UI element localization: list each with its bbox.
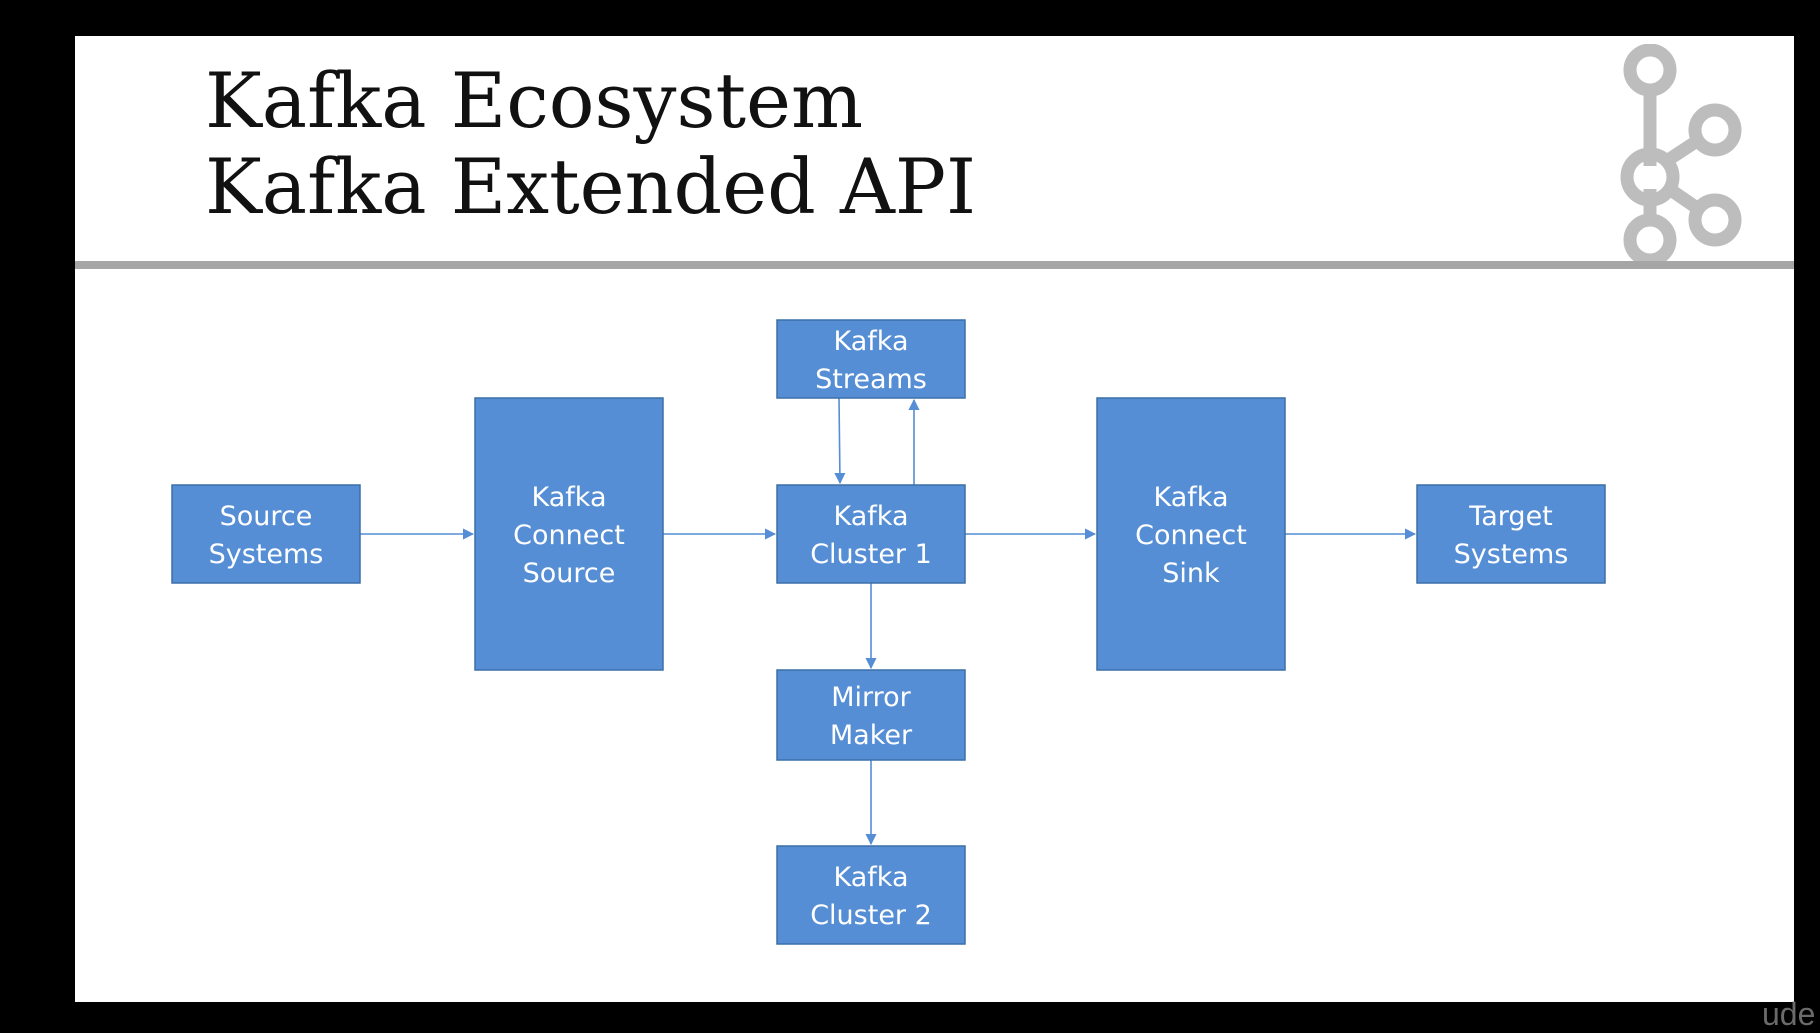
node-label-kafka-streams-line-1: Kafka bbox=[834, 326, 909, 357]
node-label-kafka-cluster-2-line-1: Kafka bbox=[834, 862, 909, 893]
slide-title: Kafka Ecosystem Kafka Extended API bbox=[205, 58, 976, 230]
node-label-target-systems-line-2: Systems bbox=[1454, 539, 1569, 570]
node-label-mirror-maker-line-1: Mirror bbox=[831, 682, 911, 713]
node-box-mirror-maker bbox=[776, 669, 966, 761]
node-label-kafka-connect-source-line-2: Connect bbox=[513, 520, 625, 551]
node-label-kafka-connect-sink-line-1: Kafka bbox=[1154, 482, 1229, 513]
slide: Kafka Ecosystem Kafka Extended API Sourc… bbox=[75, 36, 1794, 1002]
node-box-kafka-streams bbox=[776, 319, 966, 399]
watermark: ude bbox=[1762, 996, 1816, 1032]
node-label-kafka-connect-sink-line-3: Sink bbox=[1162, 558, 1220, 589]
node-box-kafka-cluster-2 bbox=[776, 845, 966, 945]
kafka-logo-icon bbox=[1620, 44, 1742, 267]
edge-kafka-streams-to-kafka-cluster-1 bbox=[834, 397, 846, 485]
node-label-kafka-connect-sink-line-2: Connect bbox=[1135, 520, 1247, 551]
node-label-kafka-cluster-2-line-2: Cluster 2 bbox=[810, 900, 932, 931]
node-label-kafka-connect-source-line-3: Source bbox=[523, 558, 616, 589]
node-box-kafka-connect-source bbox=[474, 397, 664, 671]
title-line-1: Kafka Ecosystem bbox=[205, 56, 864, 145]
node-box-kafka-cluster-1 bbox=[776, 484, 966, 584]
title-divider bbox=[75, 261, 1794, 269]
node-label-target-systems-line-1: Target bbox=[1468, 501, 1553, 532]
node-label-source-systems-line-1: Source bbox=[220, 501, 313, 532]
node-label-kafka-cluster-1-line-2: Cluster 1 bbox=[810, 539, 932, 570]
title-line-2: Kafka Extended API bbox=[205, 142, 977, 231]
node-box-kafka-connect-sink bbox=[1096, 397, 1286, 671]
node-label-source-systems-line-2: Systems bbox=[209, 539, 324, 570]
node-label-kafka-cluster-1-line-1: Kafka bbox=[834, 501, 909, 532]
node-box-source-systems bbox=[171, 484, 361, 584]
node-label-mirror-maker-line-2: Maker bbox=[830, 720, 913, 751]
node-label-kafka-connect-source-line-1: Kafka bbox=[532, 482, 607, 513]
node-label-kafka-streams-line-2: Streams bbox=[815, 364, 927, 395]
kafka-ecosystem-diagram: SourceSystemsKafkaConnectSourceKafkaStre… bbox=[171, 319, 1606, 945]
node-box-target-systems bbox=[1416, 484, 1606, 584]
